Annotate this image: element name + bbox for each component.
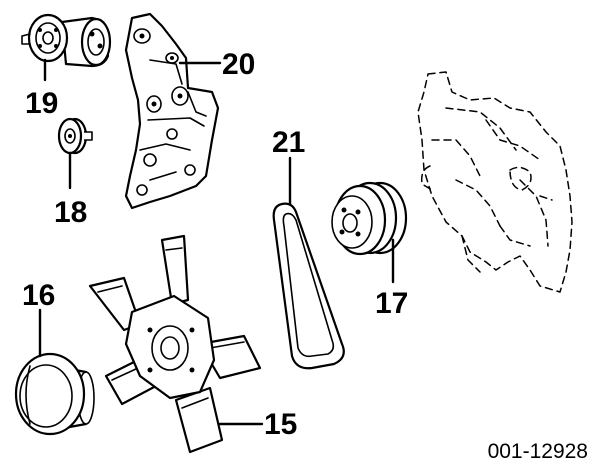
part-18-idler-pulley xyxy=(57,117,93,155)
callout-17: 17 xyxy=(375,287,408,320)
callout-15: 15 xyxy=(264,408,297,441)
part-19-tensioner-pulley xyxy=(21,13,112,68)
figure-code: 001-12928 xyxy=(488,440,588,463)
callout-19: 19 xyxy=(25,87,58,120)
callout-16: 16 xyxy=(22,279,55,312)
part-15-fan-blade xyxy=(88,234,262,454)
part-16-fan-clutch xyxy=(14,352,95,436)
part-20-mounting-bracket xyxy=(124,12,220,210)
callout-18: 18 xyxy=(54,196,87,229)
part-21-drive-belt xyxy=(272,202,345,370)
callout-20: 20 xyxy=(222,48,255,81)
part-17-water-pump-pulley xyxy=(331,181,408,256)
engine-block-outline xyxy=(417,71,573,293)
callout-21: 21 xyxy=(272,126,305,159)
